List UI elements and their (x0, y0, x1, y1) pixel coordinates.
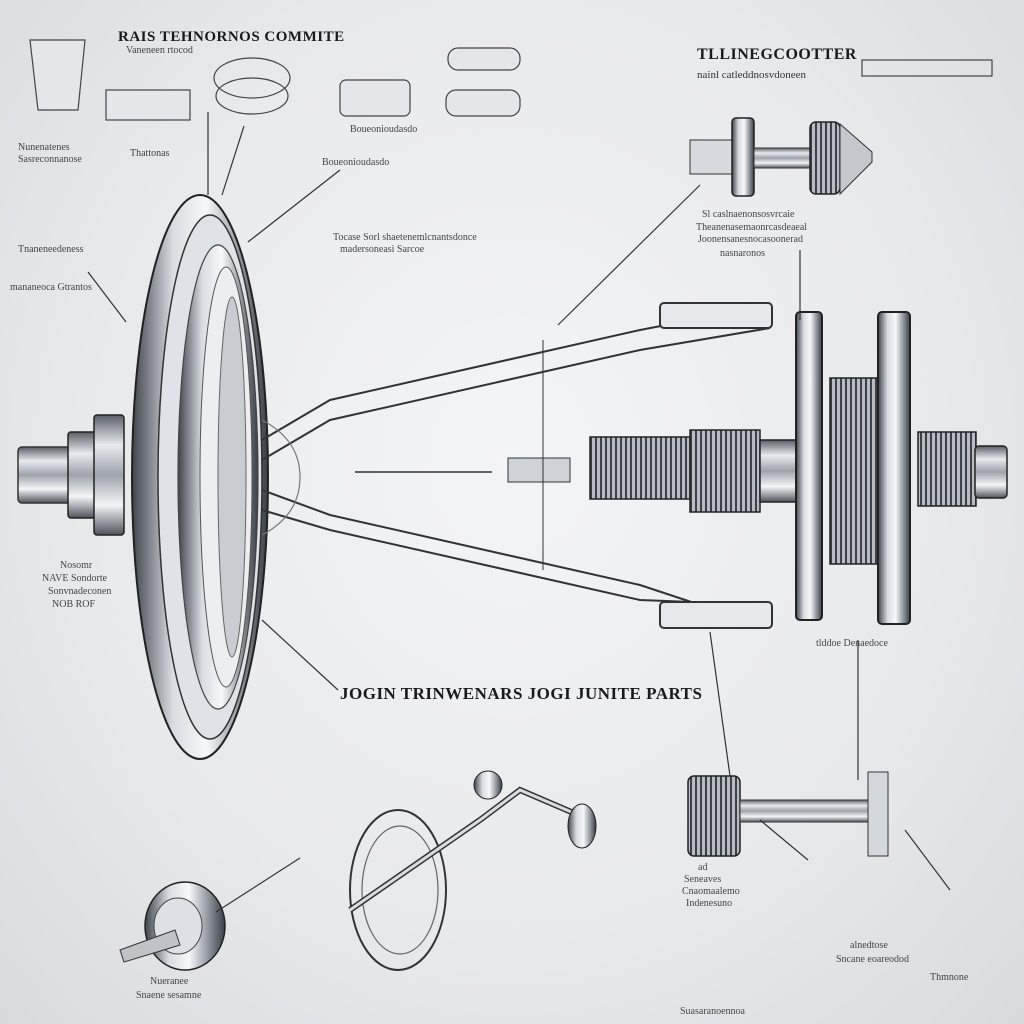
label-br-a3: Cnaomaalemo (682, 886, 740, 897)
label-tl-a1: Nunenatenes (18, 142, 70, 153)
label-br-c: Thmnone (930, 972, 969, 983)
label-br-a4: Indenesuno (686, 898, 733, 909)
label-left-2: mananeoca Gtrantos (10, 282, 92, 293)
title-center: JOGIN TRINWENARS JOGI JUNITE PARTS (340, 684, 703, 703)
label-tl-small: Vaneneen rtocod (126, 45, 193, 56)
label-mid-top: Boueonioudasdo (322, 157, 390, 168)
label-right-4: nasnaronos (720, 248, 765, 259)
cross-pin (355, 340, 571, 570)
label-left-mid-2: NAVE Sondorte (42, 573, 108, 584)
label-br-b2: Sncane eoareodod (836, 954, 910, 965)
yoke-arms (261, 302, 773, 629)
label-left-mid-1: Nosomr (60, 560, 93, 571)
label-tl-b: Thattonas (130, 148, 170, 159)
label-right-mid: tlddoe Denaedoce (816, 638, 888, 649)
label-tl-c: Boueonioudasdo (350, 124, 418, 135)
label-right-1: Sl caslnaenonsosvrcaie (702, 209, 795, 220)
top-small-parts (29, 39, 993, 121)
label-right-3: Joonensanesnocasoonerad (698, 234, 803, 245)
label-left-1: Tnaneneedeness (18, 244, 84, 255)
label-br-b1: alnedtose (850, 940, 888, 951)
bottom-left-hub (119, 881, 226, 971)
bottom-right-shaft (687, 771, 889, 857)
label-right-2: Theanenasemaonrcasdeaeal (696, 222, 808, 233)
large-flange-wheel (17, 194, 269, 760)
label-bl-1: Nueranee (150, 976, 189, 987)
label-mid-1: Tocase Sorl shaetenemlcnantsdonce (333, 232, 477, 243)
right-axle-assembly (589, 311, 1008, 625)
label-bl-2: Snaene sesamne (136, 990, 202, 1001)
label-left-mid-4: NOB ROF (52, 599, 96, 610)
label-tl-a2: Sasreconnanose (18, 154, 82, 165)
label-br-d: Suasaranoennoa (680, 1006, 745, 1017)
top-right-shaft (689, 117, 873, 197)
bottom-center-assembly (348, 770, 597, 971)
title-top-left: RAIS TEHNORNOS COMMITE (118, 29, 345, 45)
leader-lines (87, 112, 951, 913)
subtitle-top-right: nainl catleddnosvdoneen (697, 69, 807, 81)
label-left-mid-3: Sonvnadeconen (48, 586, 112, 597)
label-br-a2: Seneaves (684, 874, 722, 885)
title-top-right: TLLINEGCOOTTER (697, 46, 857, 63)
label-br-a1: ad (698, 862, 708, 873)
label-mid-1b: madersoneasi Sarcoe (340, 244, 425, 255)
